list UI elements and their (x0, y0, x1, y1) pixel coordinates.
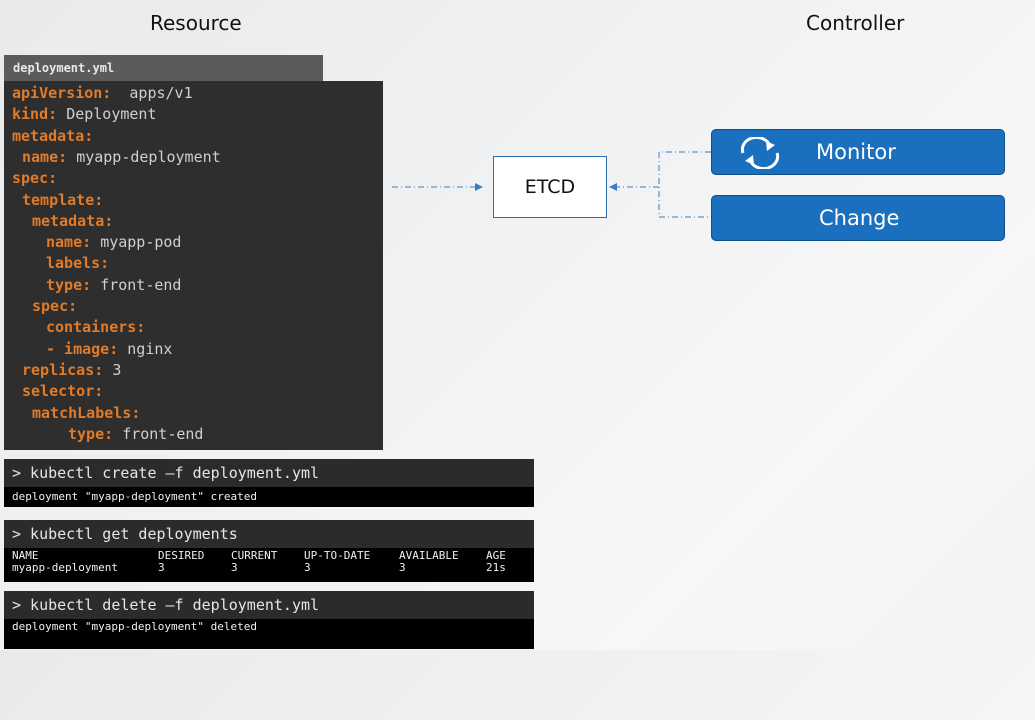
yaml-key: type: (68, 424, 114, 443)
change-label: Change (819, 206, 900, 230)
terminal-get: > kubectl get deployments NAME DESIRED C… (4, 520, 534, 582)
yaml-value: 3 (112, 360, 122, 379)
yaml-filename-tab: deployment.yml (4, 55, 323, 81)
yaml-value: myapp-pod (100, 233, 182, 252)
yaml-line: containers: (46, 317, 145, 338)
yaml-line: apiVersion: apps/v1 (12, 83, 193, 104)
yaml-value: myapp-deployment (76, 147, 221, 166)
yaml-key: template: (22, 190, 104, 209)
yaml-key: replicas: (22, 360, 104, 379)
monitor-button[interactable]: Monitor (711, 129, 1005, 175)
terminal-delete: > kubectl delete –f deployment.yml deplo… (4, 591, 534, 649)
yaml-value: Deployment (66, 105, 157, 124)
terminal-create: > kubectl create –f deployment.yml deplo… (4, 459, 534, 507)
table-cell-age: 21s (486, 561, 506, 574)
yaml-line: labels: (46, 253, 109, 274)
terminal-output: deployment "myapp-deployment" created (4, 487, 534, 507)
deployments-table: NAME DESIRED CURRENT UP-TO-DATE AVAILABL… (4, 548, 534, 582)
connector-lines (392, 151, 711, 218)
yaml-line: type: front-end (68, 424, 203, 445)
yaml-line: selector: (22, 381, 103, 402)
etcd-label: ETCD (524, 176, 576, 198)
yaml-line: - image: nginx (46, 339, 172, 360)
table-header-age: AGE (486, 549, 506, 562)
yaml-line: type: front-end (46, 275, 181, 296)
yaml-line: name: myapp-deployment (22, 147, 221, 168)
table-header-desired: DESIRED (158, 549, 205, 562)
etcd-box: ETCD (493, 156, 607, 218)
yaml-key: metadata: (32, 211, 114, 230)
terminal-command: > kubectl get deployments (4, 520, 534, 548)
yaml-value: front-end (100, 275, 182, 294)
yaml-value: front-end (122, 424, 204, 443)
table-header-current: CURRENT (231, 549, 278, 562)
table-header-up-to-date: UP-TO-DATE (304, 549, 371, 562)
yaml-line: matchLabels: (32, 403, 140, 424)
yaml-key: name: (22, 147, 68, 166)
change-button[interactable]: Change (711, 195, 1005, 241)
yaml-key: containers: (46, 318, 146, 337)
controller-heading: Controller (806, 11, 905, 35)
table-cell-desired: 3 (158, 561, 165, 574)
table-cell-current: 3 (231, 561, 238, 574)
yaml-key: type: (46, 275, 92, 294)
table-header-name: NAME (12, 549, 39, 562)
table-cell-name: myapp-deployment (12, 561, 118, 574)
yaml-key: labels: (46, 254, 110, 273)
yaml-line: spec: (32, 296, 77, 317)
controller-connector (658, 151, 711, 218)
yaml-key: kind: (12, 105, 58, 124)
yaml-line: metadata: (12, 126, 93, 147)
table-cell-available: 3 (399, 561, 406, 574)
yaml-key: metadata: (12, 126, 94, 145)
yaml-key: spec: (32, 297, 78, 315)
yaml-key: spec: (12, 169, 58, 188)
yaml-line: kind: Deployment (12, 104, 157, 125)
table-header-available: AVAILABLE (399, 549, 459, 562)
yaml-line: template: (22, 190, 103, 211)
yaml-key: matchLabels: (32, 403, 141, 422)
resource-heading: Resource (150, 11, 242, 35)
terminal-command: > kubectl delete –f deployment.yml (4, 591, 534, 619)
yaml-key: selector: (22, 382, 104, 401)
terminal-command: > kubectl create –f deployment.yml (4, 459, 534, 487)
monitor-label: Monitor (816, 140, 896, 164)
yaml-key: apiVersion: (12, 84, 112, 102)
yaml-line: replicas: 3 (22, 360, 121, 381)
refresh-icon (740, 137, 780, 169)
yaml-line: spec: (12, 168, 57, 189)
yaml-value: nginx (127, 339, 173, 358)
yaml-line: metadata: (32, 211, 113, 232)
terminal-output: deployment "myapp-deployment" deleted (4, 619, 534, 649)
yaml-line: name: myapp-pod (46, 232, 181, 253)
yaml-key: name: (46, 233, 92, 252)
table-cell-up-to-date: 3 (304, 561, 311, 574)
yaml-value: apps/v1 (129, 84, 193, 102)
yaml-key: - image: (46, 339, 119, 358)
